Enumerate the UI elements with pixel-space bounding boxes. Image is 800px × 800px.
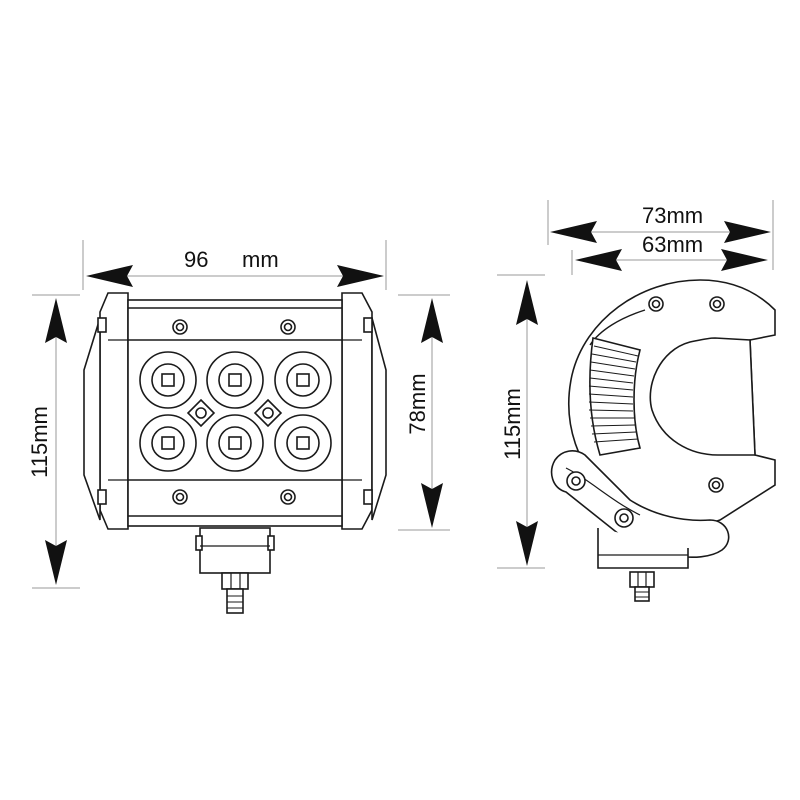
led-reflector-icon [139,351,332,472]
dimension-arrow-left-icon [550,221,597,243]
dimension-arrow-left-icon [86,265,133,287]
heat-sink-fins-icon [588,337,642,456]
dimension-arrow-right-icon [337,265,384,287]
side-inner-width-label: 63mm [642,232,703,257]
front-width-dimension: 96 mm [82,240,387,290]
front-height-label: 115mm [27,406,52,478]
front-height-dimension: 115mm [27,294,80,589]
front-inner-height-dimension: 78mm [398,294,450,531]
side-inner-width-dimension: 63mm [571,232,768,275]
side-height-dimension: 115mm [497,274,545,569]
led-light-bar-front-view-icon [83,292,387,614]
dimension-arrow-up-icon [45,298,67,343]
dimension-arrow-down-icon [421,483,443,528]
front-inner-height-label: 78mm [405,373,430,434]
dimension-arrow-right-icon [721,249,768,271]
side-outer-width-dimension: 73mm [547,200,774,270]
dimension-arrow-up-icon [516,280,538,325]
dimension-arrow-up-icon [421,298,443,343]
dimension-arrow-right-icon [724,221,771,243]
dimension-arrow-down-icon [516,521,538,566]
front-width-unit: mm [242,247,279,272]
side-outer-width-label: 73mm [642,203,703,228]
led-light-bar-side-view-icon [550,279,776,602]
dimension-arrow-down-icon [45,540,67,585]
side-height-label: 115mm [500,388,525,460]
front-width-value: 96 [184,247,208,272]
dimension-arrow-left-icon [575,249,622,271]
